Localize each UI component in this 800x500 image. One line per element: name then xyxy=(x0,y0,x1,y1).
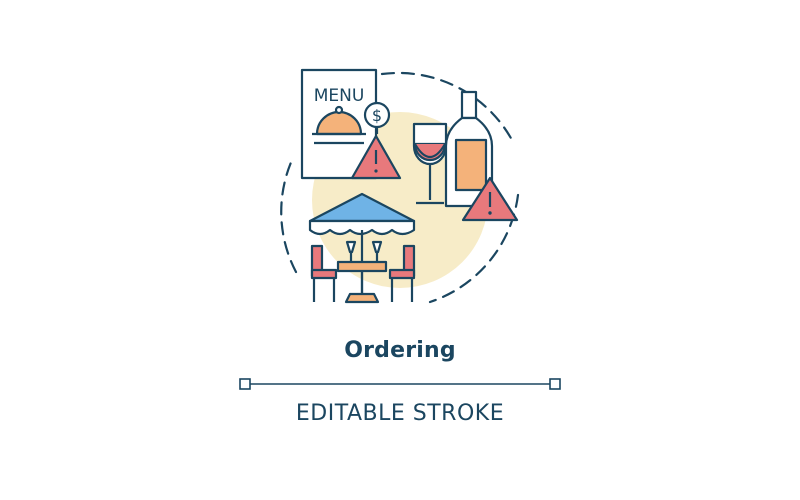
caption-subtitle: EDITABLE STROKE xyxy=(295,401,505,426)
caption-title: Ordering xyxy=(344,338,456,363)
cloche-icon xyxy=(312,105,366,145)
menu-label: MENU xyxy=(314,86,365,106)
dollar-icon: $ xyxy=(363,101,391,134)
currency-symbol: $ xyxy=(372,106,382,125)
wine-glass-icon xyxy=(412,122,448,205)
menu-icon: MENU xyxy=(300,68,378,180)
dashed-circle-icon xyxy=(280,71,520,304)
warning-icon xyxy=(350,134,402,180)
warning-icon xyxy=(461,176,519,222)
umbrella-table-icon xyxy=(308,192,416,304)
chair-icon xyxy=(388,244,416,302)
stroke-divider xyxy=(239,378,561,390)
chair-icon xyxy=(310,244,338,302)
